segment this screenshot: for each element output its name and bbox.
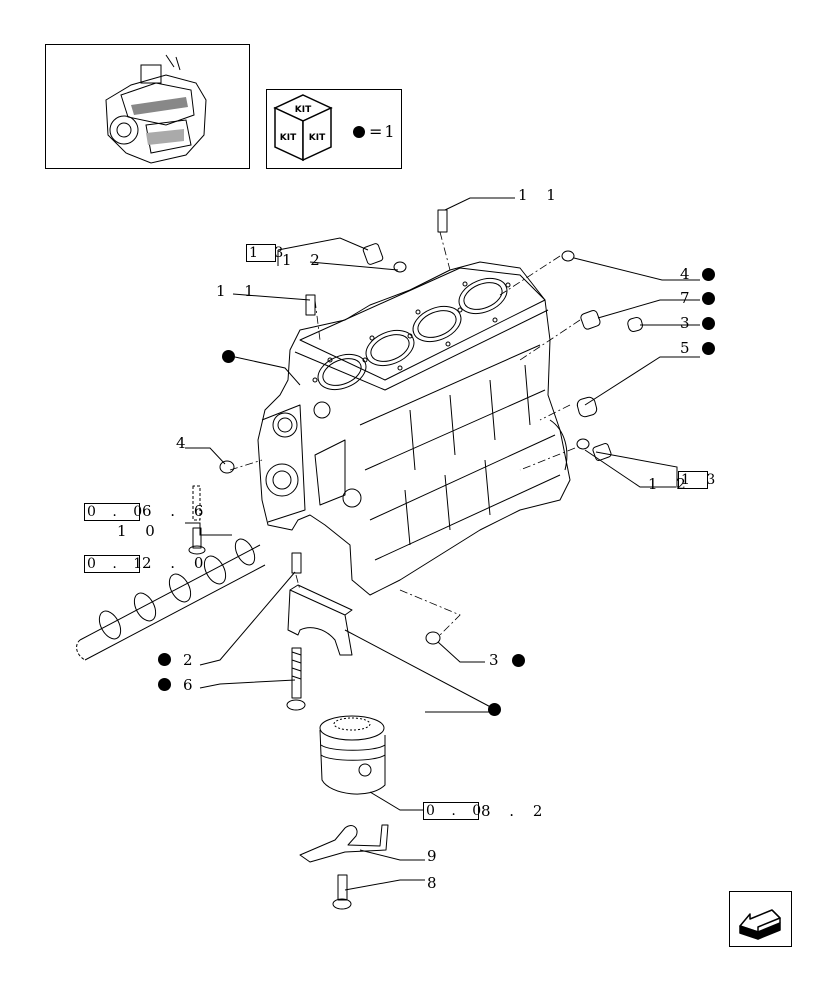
kit-cube-right-label: KIT [309,133,326,143]
kit-cube-top-label: KIT [295,105,312,115]
ref-box-13-top[interactable]: 1 3 [246,244,283,262]
kit-dot-4 [702,268,715,281]
oring-12-bottom [576,438,590,450]
callout-11-left: 1 1 [216,282,261,300]
oring-4-right [561,250,575,262]
plug-3-right [627,317,643,332]
callout-0-0-6-suffix: 6 . 6 [142,502,211,520]
kit-dot-icon [353,126,365,138]
callout-6: 6 [183,676,200,694]
callout-10: 1 0 [117,522,162,540]
dowel-pin-11-left [305,294,316,316]
kit-dot-3 [702,317,715,330]
back-arrow-icon [739,909,781,940]
callout-11-top: 1 1 [518,186,563,204]
kit-equals-label: =1 [369,122,397,141]
plug-13-top [362,243,384,265]
dowel-pin-11-top [437,209,448,233]
kit-legend: KIT KIT KIT =1 [266,89,402,169]
kit-dot-3-bottom [512,654,525,667]
back-navigation-button[interactable] [729,891,792,947]
plug-13-bottom [592,443,612,461]
kit-dot-block [222,350,235,363]
dowel-pin-2 [291,552,302,574]
kit-cube-icon: KIT KIT KIT [273,94,365,162]
callout-3-bottom: 3 [489,651,506,669]
callout-5: 5 [680,339,697,357]
plug-7 [580,310,601,330]
callout-3-right: 3 [680,314,697,332]
kit-cube-left-label: KIT [280,133,297,143]
callout-0-1-2-suffix: 2 . 0 [142,554,211,572]
engine-thumbnail [45,44,250,169]
callout-12-bottom: 1 2 [648,475,693,493]
ref-box-0-0-6[interactable]: 0 . 0 [84,503,142,521]
callout-7: 7 [680,289,697,307]
oring-12-top [393,261,407,273]
ref-box-0-0-8[interactable]: 0 . 0 [423,802,481,820]
callout-9: 9 [427,847,444,865]
ref-box-13-bottom[interactable]: 1 3 [678,471,715,489]
callout-2: 2 [183,651,200,669]
plug-5 [576,396,598,418]
callout-4-left: 4 [176,434,193,452]
callout-4-right: 4 [680,265,697,283]
kit-dot-bearing-cap [488,703,501,716]
engine-thumbnail-image [105,54,207,164]
plug-3-bottom [425,631,441,645]
callout-8: 8 [427,874,444,892]
ref-box-0-1-2[interactable]: 0 . 1 [84,555,142,573]
callout-12-top: 1 2 [282,251,327,269]
oring-4-left [219,460,235,474]
callout-0-0-8-suffix: 8 . 2 [481,802,550,820]
kit-dot-5 [702,342,715,355]
kit-dot-7 [702,292,715,305]
kit-dot-6 [158,678,171,691]
kit-dot-2 [158,653,171,666]
